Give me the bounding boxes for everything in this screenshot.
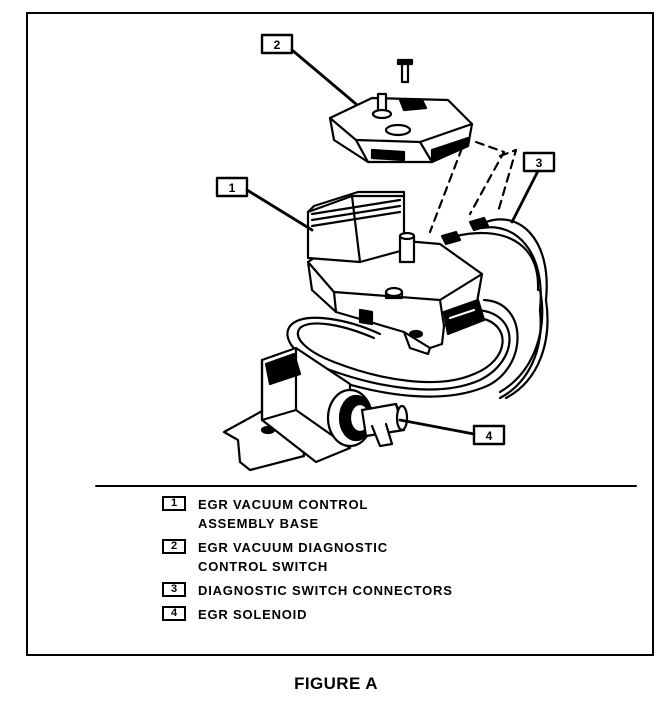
- legend-number-1: 1: [162, 496, 186, 511]
- legend-item-1: 1 EGR VACUUM CONTROL ASSEMBLY BASE: [162, 495, 368, 533]
- callout-3: [510, 151, 556, 224]
- egr-solenoid: [222, 346, 409, 472]
- diagnostic-control-switch: [328, 58, 474, 164]
- callout-2-number: 2: [274, 38, 281, 52]
- legend-text-1-line: EGR VACUUM CONTROL ASSEMBLY BASE: [198, 497, 369, 531]
- legend-item-3: 3 DIAGNOSTIC SWITCH CONNECTORS: [162, 581, 453, 600]
- callout-2: [260, 33, 358, 106]
- figure-caption: FIGURE A: [294, 674, 378, 693]
- legend-text-3: DIAGNOSTIC SWITCH CONNECTORS: [198, 583, 453, 598]
- legend-text-1: EGR VACUUM CONTROL ASSEMBLY BASE: [198, 495, 368, 533]
- legend-number-3: 3: [162, 582, 186, 597]
- callout-4: [398, 418, 506, 446]
- legend-text-4: EGR SOLENOID: [198, 607, 308, 622]
- callout-3-number: 3: [536, 156, 543, 170]
- callout-1: [215, 176, 314, 232]
- figure-frame: [26, 12, 654, 656]
- legend-number-4: 4: [162, 606, 186, 621]
- legend-text-2-line: EGR VACUUM DIAGNOSTIC CONTROL SWITCH: [198, 540, 388, 574]
- callout-4-number: 4: [486, 429, 493, 443]
- callout-1-number: 1: [229, 181, 236, 195]
- vacuum-control-assembly-base: [306, 190, 486, 356]
- legend-number-2: 2: [162, 539, 186, 554]
- diagnostic-switch-connectors: [440, 216, 548, 312]
- legend-text-2: EGR VACUUM DIAGNOSTIC CONTROL SWITCH: [198, 538, 388, 576]
- legend-item-2: 2 EGR VACUUM DIAGNOSTIC CONTROL SWITCH: [162, 538, 388, 576]
- legend-item-4: 4 EGR SOLENOID: [162, 605, 307, 624]
